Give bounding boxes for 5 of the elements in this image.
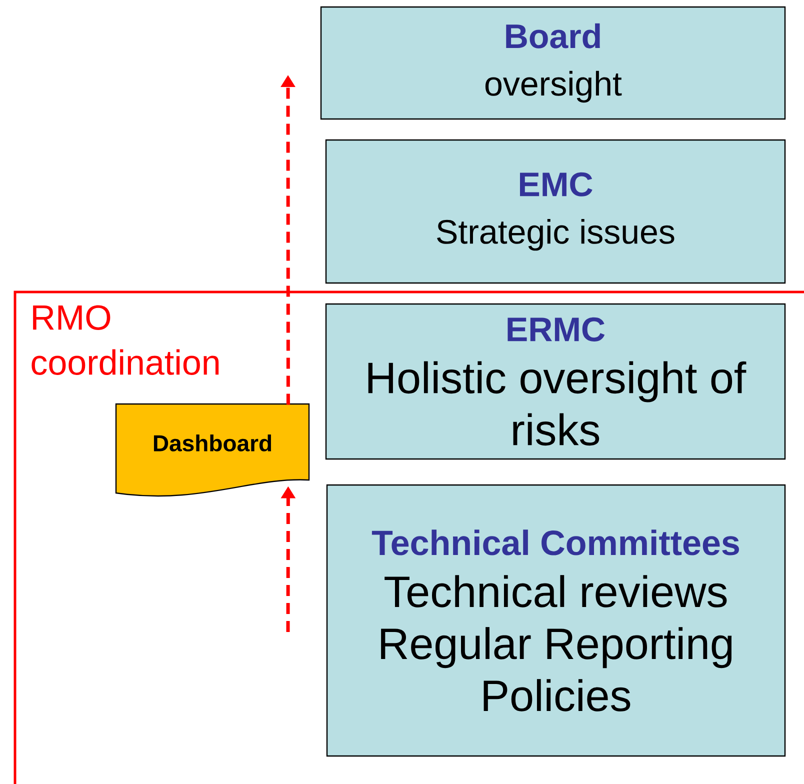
region-label: RMO coordination (32, 305, 219, 375)
committee-box: Board oversight (320, 6, 786, 120)
committee-box: EMC Strategic issues (325, 139, 786, 284)
committee-box: ERMC Holistic oversight of risks (325, 303, 786, 460)
committee-box: Technical Committees Technical reviews Regular Reporting Policies (326, 484, 786, 757)
